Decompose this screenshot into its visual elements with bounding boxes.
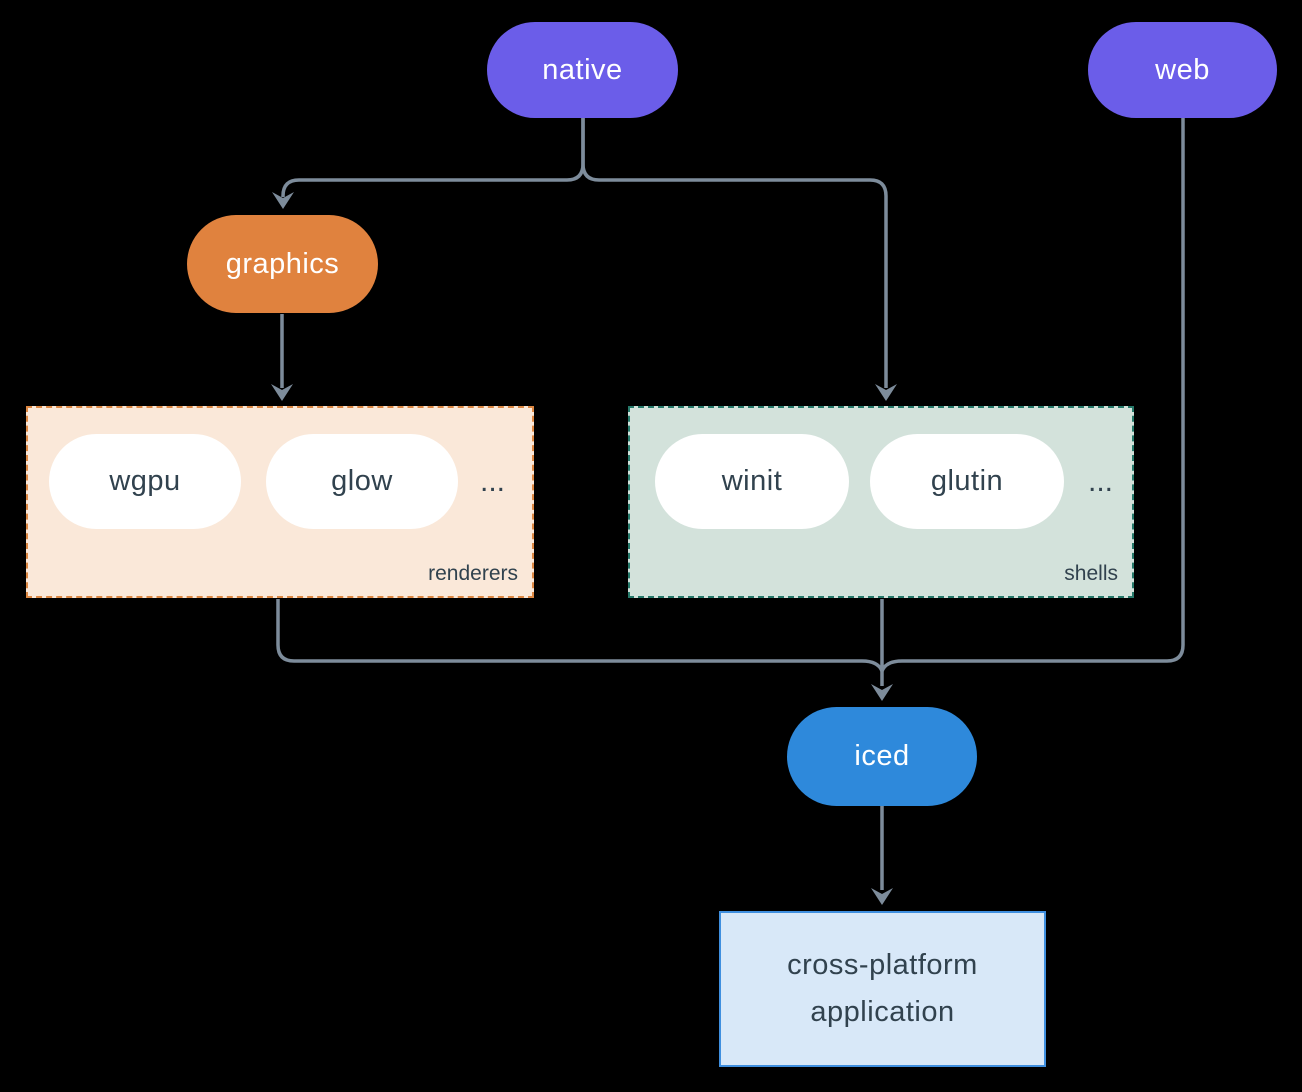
node-glutin: glutin bbox=[870, 434, 1064, 529]
node-winit: winit bbox=[655, 434, 849, 529]
node-web: web bbox=[1088, 22, 1277, 118]
renderers-ellipsis: ... bbox=[480, 464, 506, 498]
edge-native-graphics bbox=[281, 118, 585, 197]
node-iced-label: iced bbox=[854, 740, 910, 772]
node-native: native bbox=[487, 22, 678, 118]
node-winit-label: winit bbox=[721, 465, 783, 497]
node-web-label: web bbox=[1155, 53, 1210, 86]
group-renderers: wgpu glow ... renderers bbox=[26, 406, 534, 598]
group-shells: winit glutin ... shells bbox=[628, 406, 1134, 598]
arrowhead-graphics bbox=[272, 192, 294, 209]
arrowhead-shells bbox=[875, 384, 897, 401]
node-glow-label: glow bbox=[331, 465, 393, 497]
edge-renderers-iced bbox=[276, 599, 884, 672]
node-native-label: native bbox=[542, 53, 623, 86]
shells-group-label: shells bbox=[1064, 562, 1118, 585]
edge-native-shells bbox=[581, 118, 888, 388]
node-glow: glow bbox=[266, 434, 458, 529]
node-iced: iced bbox=[787, 707, 977, 806]
arrowhead-application bbox=[871, 888, 893, 905]
node-wgpu: wgpu bbox=[49, 434, 241, 529]
node-wgpu-label: wgpu bbox=[109, 465, 181, 497]
renderers-group-label: renderers bbox=[428, 562, 518, 585]
node-graphics-label: graphics bbox=[225, 247, 340, 280]
node-application: cross-platform application bbox=[719, 911, 1046, 1067]
node-glutin-label: glutin bbox=[930, 465, 1004, 497]
arrowhead-iced bbox=[871, 684, 893, 701]
arrowhead-renderers bbox=[271, 384, 293, 401]
shells-ellipsis: ... bbox=[1088, 464, 1114, 498]
node-application-label: cross-platform application bbox=[787, 949, 978, 1028]
node-graphics: graphics bbox=[187, 215, 378, 313]
